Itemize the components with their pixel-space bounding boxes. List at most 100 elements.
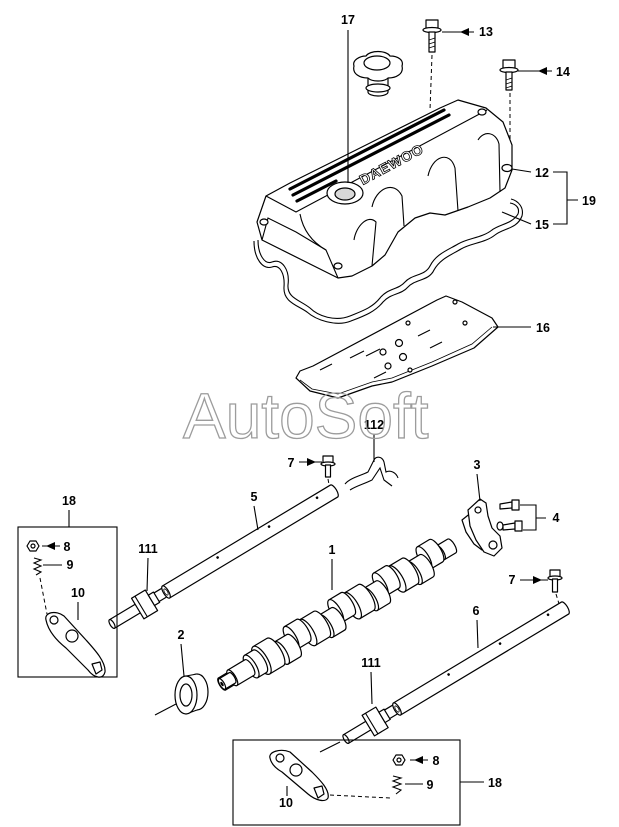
camshaft-journal-body bbox=[388, 557, 420, 593]
arrow-13 bbox=[460, 28, 469, 36]
leader-5 bbox=[253, 505, 259, 531]
camshaft-tip-hole bbox=[220, 681, 224, 687]
shaft-extension-face bbox=[108, 618, 116, 630]
rocker-shaft-lower bbox=[392, 601, 570, 716]
clip-111-tab bbox=[147, 591, 161, 607]
camshaft-cylinders bbox=[217, 538, 458, 691]
bolt-head bbox=[514, 520, 523, 532]
rocker-arm-tab bbox=[91, 661, 103, 675]
rocker-arm-hole bbox=[289, 763, 303, 777]
bracket-19 bbox=[553, 171, 578, 225]
callout-label: 111 bbox=[138, 542, 158, 556]
bracket-4 bbox=[520, 504, 546, 531]
valve-cover-bay bbox=[353, 218, 377, 267]
rocker-arm-10-upper bbox=[45, 611, 106, 678]
plate-hole bbox=[452, 299, 458, 305]
rocker-arm-washer bbox=[496, 521, 504, 531]
bolt-shank bbox=[505, 71, 513, 91]
rocker-arm-body bbox=[45, 611, 106, 678]
bolt-7-lower bbox=[547, 569, 563, 593]
rocker-shaft-body bbox=[161, 484, 339, 599]
valve-cover-rib bbox=[288, 108, 446, 191]
nut-hole bbox=[30, 543, 36, 549]
callout-label: 17 bbox=[341, 13, 355, 27]
callout-label: 9 bbox=[67, 558, 74, 572]
callout-label: 4 bbox=[553, 511, 560, 525]
bolt-shank bbox=[551, 578, 559, 593]
rocker-arm-3 bbox=[461, 498, 504, 557]
leader-12 bbox=[511, 168, 532, 173]
shaft-end-ring bbox=[163, 588, 169, 596]
assembly-box-upper bbox=[17, 526, 118, 678]
clip-wire bbox=[344, 456, 399, 485]
clip-112 bbox=[344, 456, 399, 491]
valve-cover-rib bbox=[295, 179, 338, 203]
bolt-7-upper bbox=[320, 455, 336, 478]
cam-lobe-body bbox=[328, 591, 357, 623]
leader-2 bbox=[180, 643, 185, 677]
leader-lines bbox=[42, 28, 578, 796]
cover-bolt-boss bbox=[477, 108, 487, 116]
clip-111-slot bbox=[365, 712, 379, 735]
callout-label: 112 bbox=[364, 418, 384, 432]
watermark: AutoSoft bbox=[183, 380, 429, 452]
bolt-thread bbox=[505, 77, 513, 89]
callout-label: 9 bbox=[427, 778, 434, 792]
rocker-link-line bbox=[319, 741, 341, 753]
callout-label: 1 bbox=[329, 543, 336, 557]
callout-label: 8 bbox=[433, 754, 440, 768]
bolt-13 bbox=[422, 19, 442, 53]
spring-icon bbox=[32, 557, 43, 576]
cam-lobe-body bbox=[363, 580, 392, 612]
callout-label: 6 bbox=[473, 604, 480, 618]
callout-label: 18 bbox=[62, 494, 76, 508]
bolt-thread bbox=[428, 37, 436, 49]
seal-axis-line bbox=[154, 703, 177, 716]
clip-111-bracket bbox=[130, 589, 159, 620]
nut-hole bbox=[396, 757, 402, 763]
plate-hole bbox=[394, 338, 404, 348]
plate-slot bbox=[319, 329, 443, 379]
filler-cap bbox=[353, 50, 403, 97]
leader-15 bbox=[501, 211, 532, 225]
camshaft-journal-body bbox=[252, 637, 286, 675]
callout-label: 8 bbox=[64, 540, 71, 554]
cover-bolt-boss bbox=[259, 218, 269, 226]
callout-label: 2 bbox=[178, 628, 185, 642]
clip-wire bbox=[349, 466, 393, 491]
plate-hole bbox=[398, 352, 408, 362]
bolt-7-lower-leader bbox=[555, 593, 561, 608]
callout-label: 13 bbox=[479, 25, 493, 39]
callout-label: 3 bbox=[474, 458, 481, 472]
shaft-oil-hole bbox=[498, 642, 502, 645]
camshaft bbox=[217, 538, 458, 691]
plate-hole bbox=[384, 362, 392, 370]
callout-label: 7 bbox=[288, 456, 295, 470]
bolt-4a bbox=[499, 499, 520, 511]
bolt-head bbox=[511, 499, 520, 511]
shaft-oil-hole bbox=[447, 673, 450, 676]
spring-leader bbox=[39, 577, 48, 615]
cam-lobe-body bbox=[372, 565, 401, 597]
rocker-arm-hole bbox=[474, 506, 482, 514]
leader-111-lower bbox=[370, 671, 373, 705]
arrow-8-upper bbox=[46, 542, 55, 550]
rocker-shaft-cylinders bbox=[392, 601, 570, 716]
callout-label: 15 bbox=[535, 218, 549, 232]
camshaft-journal-body bbox=[299, 610, 332, 646]
valve-cover-bay bbox=[299, 213, 327, 251]
oil-filler-hole-inner bbox=[334, 187, 356, 201]
valve-cover-bay bbox=[477, 133, 501, 193]
callout-label: 14 bbox=[556, 65, 570, 79]
bolt-4b bbox=[502, 520, 523, 532]
callout-label: 10 bbox=[71, 586, 85, 600]
clip-111-bracket bbox=[361, 706, 389, 737]
cover-bolt-boss bbox=[333, 262, 343, 270]
rocker-arm-tab bbox=[313, 785, 325, 799]
camshaft-journal-body bbox=[343, 583, 376, 620]
bolt-14 bbox=[499, 59, 519, 91]
bolt-shank bbox=[499, 501, 513, 510]
rocker-arm-hole bbox=[488, 540, 498, 550]
shaft-extension-upper bbox=[108, 588, 168, 630]
shaft-oil-hole bbox=[546, 613, 550, 617]
